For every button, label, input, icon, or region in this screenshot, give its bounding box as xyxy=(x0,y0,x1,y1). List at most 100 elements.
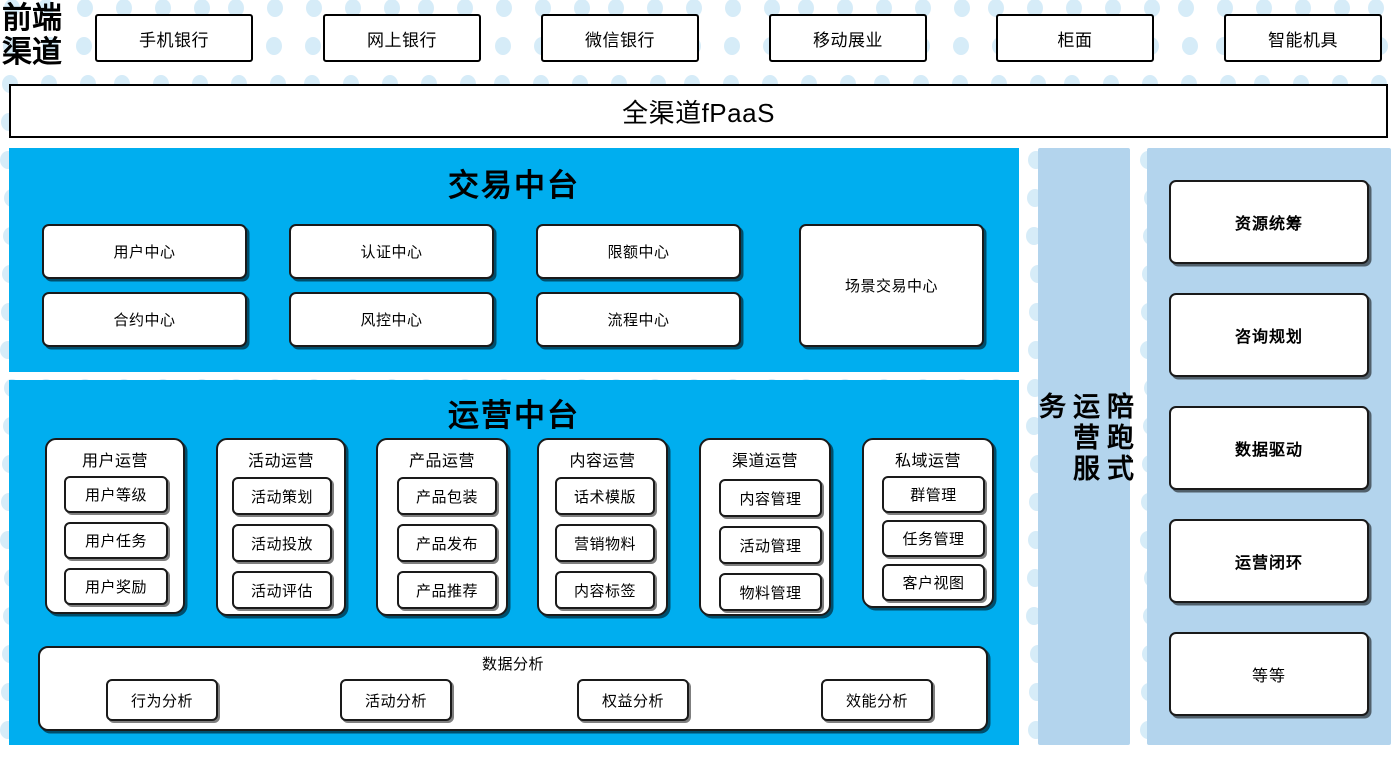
operations-column-campaign: 活动运营 活动策划 活动投放 活动评估 xyxy=(216,438,346,616)
omnichannel-fpaas-bar[interactable]: 全渠道fPaaS xyxy=(9,84,1388,138)
operations-item-label: 活动评估 xyxy=(250,582,313,600)
operations-item-label: 物料管理 xyxy=(739,584,802,602)
transaction-card-label: 流程中心 xyxy=(607,312,670,329)
operations-item[interactable]: 活动策划 xyxy=(232,477,332,515)
operations-column-title: 渠道运营 xyxy=(731,453,798,470)
operations-item[interactable]: 物料管理 xyxy=(719,573,822,611)
accompanying-operation-service-text-wrap: 陪跑式运营服务 xyxy=(1035,148,1133,745)
operations-column-product: 产品运营 产品包装 产品发布 产品推荐 xyxy=(376,438,508,616)
operations-item-label: 用户等级 xyxy=(84,487,147,504)
operations-column-title: 内容运营 xyxy=(569,453,636,470)
data-analysis-item-benefit[interactable]: 权益分析 xyxy=(577,679,689,721)
operations-item[interactable]: 活动评估 xyxy=(232,571,332,609)
operations-item-label: 产品推荐 xyxy=(415,582,478,600)
transaction-card-label: 用户中心 xyxy=(113,244,176,261)
frontend-channel-label-line1: 前端 xyxy=(2,2,62,35)
service-capability-label: 等等 xyxy=(1251,668,1286,685)
service-capability-etc[interactable]: 等等 xyxy=(1169,632,1369,716)
omnichannel-fpaas-label: 全渠道fPaaS xyxy=(622,97,775,128)
transaction-card-user-center[interactable]: 用户中心 xyxy=(42,224,247,279)
channel-chip-counter[interactable]: 柜面 xyxy=(996,14,1154,62)
channel-chip-label: 柜面 xyxy=(1057,30,1093,50)
channel-chip-label: 网上银行 xyxy=(367,30,437,50)
channel-chip-label: 智能机具 xyxy=(1268,30,1338,50)
channel-chip-online-bank[interactable]: 网上银行 xyxy=(323,14,481,62)
operations-item[interactable]: 营销物料 xyxy=(555,524,655,562)
operations-item-label: 产品包装 xyxy=(415,488,478,506)
channel-chip-label: 移动展业 xyxy=(813,30,883,50)
transaction-card-contract-center[interactable]: 合约中心 xyxy=(42,292,247,347)
data-analysis-item-label: 效能分析 xyxy=(845,692,908,710)
service-capability-label: 资源统筹 xyxy=(1234,216,1303,233)
operations-item[interactable]: 产品推荐 xyxy=(397,571,497,609)
accompanying-operation-service-column: 陪跑式运营服务 xyxy=(1035,148,1133,745)
service-capability-resource[interactable]: 资源统筹 xyxy=(1169,180,1369,264)
operations-item[interactable]: 任务管理 xyxy=(882,520,985,557)
operations-item[interactable]: 客户视图 xyxy=(882,564,985,601)
transaction-card-scenario-center[interactable]: 场景交易中心 xyxy=(799,224,984,347)
operations-item[interactable]: 用户奖励 xyxy=(64,568,168,605)
data-analysis-title: 数据分析 xyxy=(481,656,544,673)
transaction-card-limit-center[interactable]: 限额中心 xyxy=(536,224,741,279)
channel-chip-label: 手机银行 xyxy=(139,30,209,50)
frontend-channel-label-line2: 渠道 xyxy=(2,36,62,69)
data-analysis-item-efficiency[interactable]: 效能分析 xyxy=(821,679,933,721)
service-capability-label: 数据驱动 xyxy=(1234,442,1303,459)
operations-item-label: 产品发布 xyxy=(415,535,478,553)
operations-item[interactable]: 产品发布 xyxy=(397,524,497,562)
operations-item-label: 活动策划 xyxy=(250,488,313,506)
operations-item-label: 内容管理 xyxy=(739,490,802,508)
transaction-card-label: 限额中心 xyxy=(607,244,670,261)
channel-chip-mobile-bank[interactable]: 手机银行 xyxy=(95,14,253,62)
operations-item[interactable]: 内容管理 xyxy=(719,479,822,517)
operations-item-label: 活动管理 xyxy=(739,537,802,555)
transaction-card-auth-center[interactable]: 认证中心 xyxy=(289,224,494,279)
operations-item-label: 群管理 xyxy=(910,487,957,504)
operations-column-title: 活动运营 xyxy=(247,453,314,470)
channel-chip-smart-machine[interactable]: 智能机具 xyxy=(1224,14,1382,62)
operations-item-label: 活动投放 xyxy=(250,535,313,553)
operations-column-content: 内容运营 话术模版 营销物料 内容标签 xyxy=(537,438,668,616)
data-analysis-item-label: 行为分析 xyxy=(130,692,193,710)
operations-item-label: 内容标签 xyxy=(573,582,636,600)
data-analysis-item-campaign[interactable]: 活动分析 xyxy=(340,679,452,721)
operations-item-label: 营销物料 xyxy=(573,535,636,553)
operations-item[interactable]: 产品包装 xyxy=(397,477,497,515)
data-analysis-item-label: 活动分析 xyxy=(364,692,427,710)
operations-item[interactable]: 活动投放 xyxy=(232,524,332,562)
operations-column-title: 私域运营 xyxy=(894,453,961,470)
service-capability-column: 资源统筹 咨询规划 数据驱动 运营闭环 等等 xyxy=(1147,148,1391,745)
operations-item[interactable]: 活动管理 xyxy=(719,526,822,564)
frontend-channel-label: 前端 渠道 xyxy=(2,2,88,74)
transaction-platform-title: 交易中台 xyxy=(448,168,580,203)
operations-item[interactable]: 用户任务 xyxy=(64,522,168,559)
channel-chip-mobile-business[interactable]: 移动展业 xyxy=(769,14,927,62)
transaction-card-label: 风控中心 xyxy=(360,312,423,329)
operations-item[interactable]: 内容标签 xyxy=(555,571,655,609)
service-capability-consulting[interactable]: 咨询规划 xyxy=(1169,293,1369,377)
transaction-card-process-center[interactable]: 流程中心 xyxy=(536,292,741,347)
operations-column-user: 用户运营 用户等级 用户任务 用户奖励 xyxy=(45,438,185,614)
operations-column-channel: 渠道运营 内容管理 活动管理 物料管理 xyxy=(699,438,831,616)
data-analysis-item-behavior[interactable]: 行为分析 xyxy=(106,679,218,721)
service-capability-closed-loop[interactable]: 运营闭环 xyxy=(1169,519,1369,603)
service-capability-label: 运营闭环 xyxy=(1234,555,1303,572)
operations-column-title: 产品运营 xyxy=(408,453,475,470)
operations-column-title: 用户运营 xyxy=(81,453,148,470)
channel-chip-label: 微信银行 xyxy=(585,30,655,50)
operations-item-label: 话术模版 xyxy=(573,488,636,506)
transaction-card-label: 合约中心 xyxy=(113,312,176,329)
service-capability-label: 咨询规划 xyxy=(1234,329,1303,346)
data-analysis-item-label: 权益分析 xyxy=(601,692,664,710)
service-capability-data-driven[interactable]: 数据驱动 xyxy=(1169,406,1369,490)
operations-platform-title: 运营中台 xyxy=(448,398,580,433)
transaction-card-label: 场景交易中心 xyxy=(844,278,938,295)
transaction-card-label: 认证中心 xyxy=(360,244,423,261)
operations-item-label: 任务管理 xyxy=(902,531,965,548)
operations-item[interactable]: 用户等级 xyxy=(64,476,168,513)
transaction-card-risk-center[interactable]: 风控中心 xyxy=(289,292,494,347)
operations-item[interactable]: 话术模版 xyxy=(555,477,655,515)
operations-item[interactable]: 群管理 xyxy=(882,476,985,513)
channel-chip-wechat-bank[interactable]: 微信银行 xyxy=(541,14,699,62)
operations-column-private-domain: 私域运营 群管理 任务管理 客户视图 xyxy=(862,438,994,608)
